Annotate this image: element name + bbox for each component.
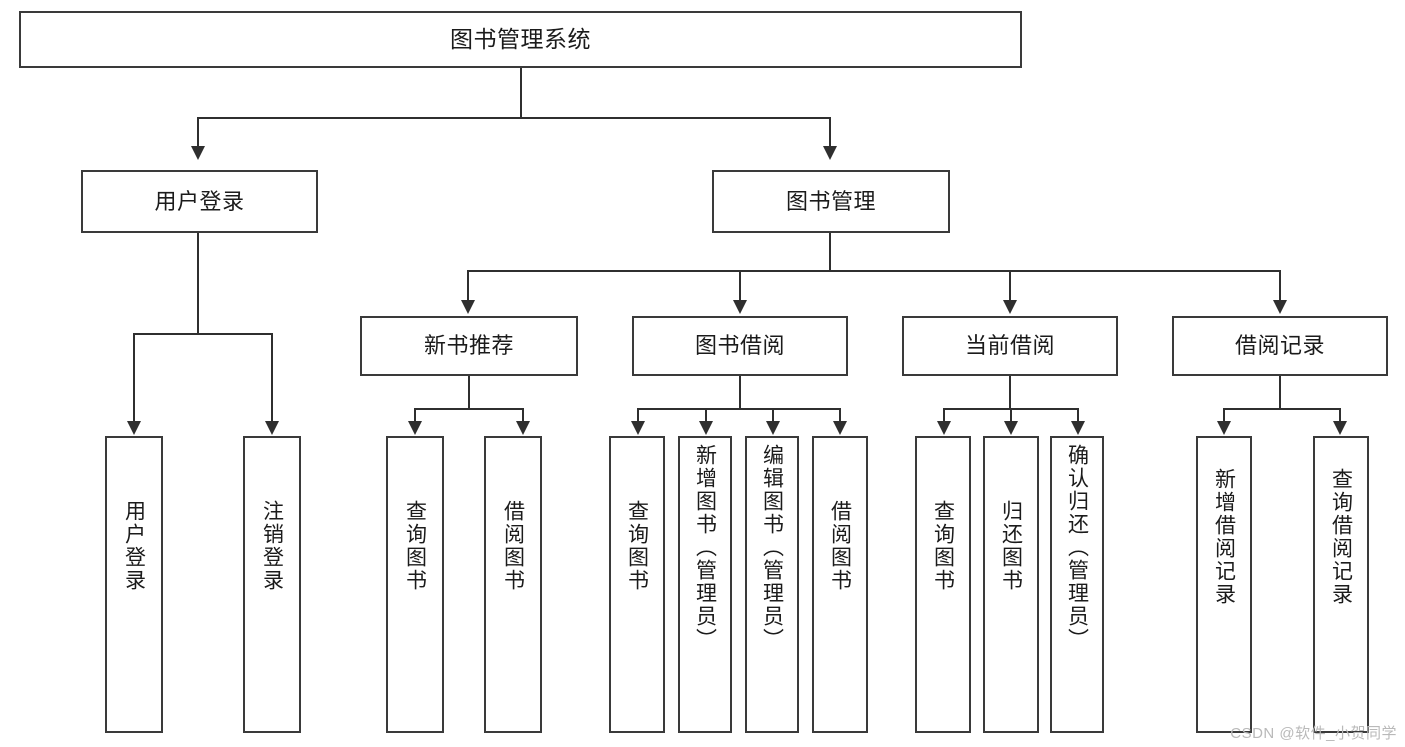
connector-drop-book-borrow (739, 270, 741, 302)
node-user-login[interactable]: 用户登录 (81, 170, 318, 233)
connector-root-trunk (520, 68, 522, 118)
connector-borrow-record-trunk (1279, 376, 1281, 409)
leaf-query-book-recommend[interactable]: 查询图书 (386, 436, 444, 733)
leaf-add-book-admin[interactable]: 新增图书（管理员） (678, 436, 732, 733)
node-label: 图书管理系统 (450, 26, 591, 53)
node-label: 用户登录 (122, 500, 146, 592)
node-label: 注销登录 (260, 500, 284, 592)
connector-new-book-recommend-trunk (468, 376, 470, 409)
node-label: 查询借阅记录 (1329, 468, 1353, 606)
connector-book-manage-trunk (829, 233, 831, 271)
connector-new-book-recommend-bus (414, 408, 524, 410)
arrow-to-new-book-recommend (461, 300, 475, 314)
leaf-borrow-book-recommend[interactable]: 借阅图书 (484, 436, 542, 733)
node-book-borrow[interactable]: 图书借阅 (632, 316, 848, 376)
connector-drop-new-book-recommend (467, 270, 469, 302)
node-book-management[interactable]: 图书管理 (712, 170, 950, 233)
arrow-to-query-record (1333, 421, 1347, 435)
node-label: 编辑图书（管理员） (760, 444, 784, 651)
node-label: 新增借阅记录 (1212, 468, 1236, 606)
node-label: 新书推荐 (423, 333, 514, 359)
connector-drop-edit-book (772, 408, 774, 423)
node-label: 新增图书（管理员） (693, 444, 717, 651)
leaf-query-book-borrow[interactable]: 查询图书 (609, 436, 665, 733)
connector-level1-drop-user-login (197, 117, 199, 148)
connector-drop-leaf-user-login (133, 333, 135, 423)
node-label: 确认归还（管理员） (1065, 444, 1089, 651)
connector-level1-bus (197, 117, 831, 119)
arrow-to-query-book-2 (631, 421, 645, 435)
connector-current-borrow-trunk (1009, 376, 1011, 409)
arrow-to-return-book (1004, 421, 1018, 435)
node-label: 用户登录 (154, 188, 245, 214)
leaf-return-book[interactable]: 归还图书 (983, 436, 1039, 733)
connector-borrow-record-bus (1223, 408, 1341, 410)
connector-drop-leaf-logout (271, 333, 273, 423)
arrow-to-add-book (699, 421, 713, 435)
connector-drop-borrow-book-1 (522, 408, 524, 423)
node-label: 借阅图书 (501, 500, 525, 592)
leaf-add-borrow-record[interactable]: 新增借阅记录 (1196, 436, 1252, 733)
node-label: 归还图书 (999, 500, 1023, 592)
connector-level2-bus (467, 270, 1280, 272)
node-current-borrow[interactable]: 当前借阅 (902, 316, 1118, 376)
leaf-edit-book-admin[interactable]: 编辑图书（管理员） (745, 436, 799, 733)
connector-drop-return-book (1010, 408, 1012, 423)
node-label: 查询图书 (403, 500, 427, 592)
node-label: 当前借阅 (964, 333, 1055, 359)
arrow-to-borrow-book-1 (516, 421, 530, 435)
node-label: 图书借阅 (694, 333, 785, 359)
node-borrow-record[interactable]: 借阅记录 (1172, 316, 1388, 376)
arrow-to-leaf-logout (265, 421, 279, 435)
leaf-user-login[interactable]: 用户登录 (105, 436, 163, 733)
arrow-to-leaf-user-login (127, 421, 141, 435)
arrow-to-borrow-record (1273, 300, 1287, 314)
arrow-to-book-borrow (733, 300, 747, 314)
connector-level1-drop-book-manage (829, 117, 831, 148)
arrow-to-borrow-book-2 (833, 421, 847, 435)
connector-drop-current-borrow (1009, 270, 1011, 302)
connector-drop-borrow-record (1279, 270, 1281, 302)
connector-book-borrow-bus (637, 408, 841, 410)
node-label: 借阅记录 (1234, 333, 1325, 359)
connector-drop-query-record (1339, 408, 1341, 423)
arrow-to-current-borrow (1003, 300, 1017, 314)
leaf-logout-login[interactable]: 注销登录 (243, 436, 301, 733)
arrow-to-add-record (1217, 421, 1231, 435)
arrow-to-book-manage (823, 146, 837, 160)
node-label: 查询图书 (625, 500, 649, 592)
connector-user-login-trunk (197, 233, 199, 334)
leaf-query-borrow-record[interactable]: 查询借阅记录 (1313, 436, 1369, 733)
connector-drop-query-book-3 (943, 408, 945, 423)
arrow-to-query-book-3 (937, 421, 951, 435)
node-root-book-management-system[interactable]: 图书管理系统 (19, 11, 1022, 68)
leaf-query-book-current[interactable]: 查询图书 (915, 436, 971, 733)
node-new-book-recommend[interactable]: 新书推荐 (360, 316, 578, 376)
arrow-to-query-book-1 (408, 421, 422, 435)
arrow-to-user-login (191, 146, 205, 160)
connector-user-login-bus (133, 333, 273, 335)
connector-drop-query-book-1 (414, 408, 416, 423)
leaf-borrow-book-borrow[interactable]: 借阅图书 (812, 436, 868, 733)
node-label: 借阅图书 (828, 500, 852, 592)
connector-drop-add-book (705, 408, 707, 423)
connector-drop-borrow-book-2 (839, 408, 841, 423)
connector-drop-add-record (1223, 408, 1225, 423)
node-label: 图书管理 (785, 188, 876, 214)
connector-book-borrow-trunk (739, 376, 741, 409)
node-label: 查询图书 (931, 500, 955, 592)
arrow-to-edit-book (766, 421, 780, 435)
connector-drop-query-book-2 (637, 408, 639, 423)
leaf-confirm-return-admin[interactable]: 确认归还（管理员） (1050, 436, 1104, 733)
arrow-to-confirm-return (1071, 421, 1085, 435)
connector-drop-confirm-return (1077, 408, 1079, 423)
